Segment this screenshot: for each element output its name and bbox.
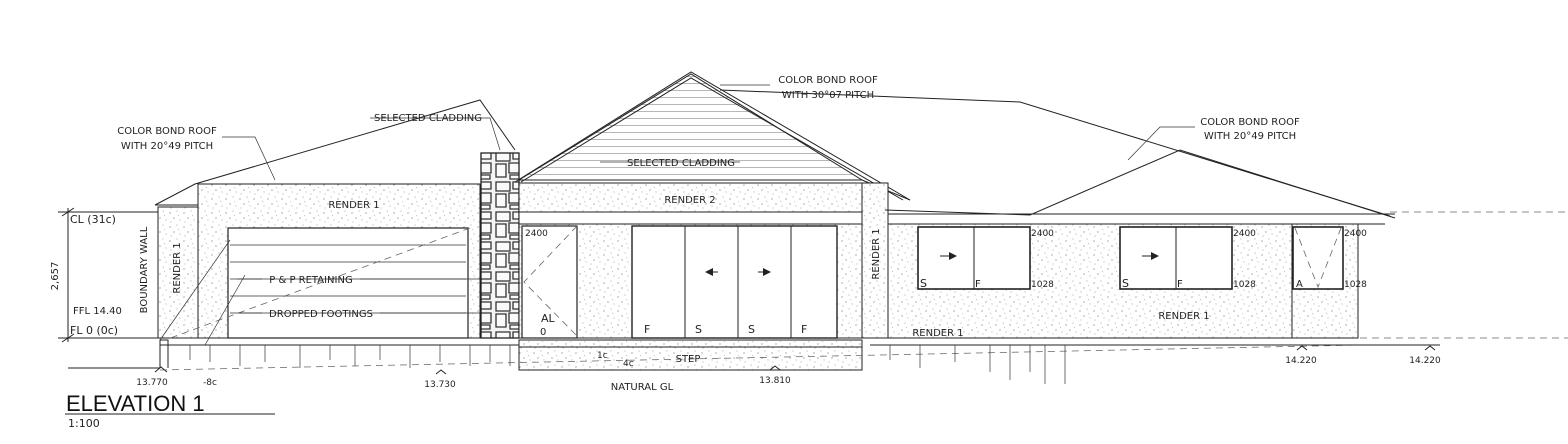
ceiling-level-label: CL (31c)	[70, 213, 116, 226]
level-13770: 13.770	[136, 378, 168, 388]
boundary-wall-label: BOUNDARY WALL	[139, 226, 150, 313]
window-2-s: S	[1122, 277, 1129, 290]
stone-chimney	[480, 152, 520, 339]
left-roof	[154, 99, 516, 206]
window-3-a: A	[1296, 279, 1303, 290]
ground-1c: 1c	[597, 351, 608, 361]
dropped-footings-label: DROPPED FOOTINGS	[269, 309, 373, 320]
floor-level-label: FL 0 (0c)	[70, 324, 118, 337]
cladding-gable-label: SELECTED CLADDING	[627, 158, 735, 169]
window-2-head: 2400	[1233, 229, 1256, 239]
roof-note-center-2: WITH 30°07 PITCH	[782, 90, 874, 101]
level-14220-b: 14.220	[1409, 356, 1441, 366]
cladding-top-label: SELECTED CLADDING	[374, 113, 482, 124]
render-column-label: RENDER 1	[871, 228, 882, 279]
ffl-label: FFL 14.40	[73, 306, 122, 317]
level-13810: 13.810	[759, 376, 791, 386]
render-garage-label: RENDER 1	[328, 200, 379, 211]
footing-piers	[189, 345, 1066, 384]
window-1-head: 2400	[1031, 229, 1054, 239]
window-2-f: F	[1177, 279, 1183, 290]
scale: 1:100	[68, 417, 100, 430]
sliding-door	[631, 225, 838, 339]
level-minus-8c: -8c	[203, 378, 217, 388]
title: ELEVATION 1	[66, 391, 205, 416]
center-roof	[514, 71, 911, 201]
height-dimension-label: 2,657	[50, 262, 61, 291]
level-13730: 13.730	[424, 380, 456, 390]
step-label: STEP	[676, 354, 701, 365]
fixed-window-al	[521, 225, 578, 339]
slider-panel-4: F	[801, 323, 807, 336]
window-3-head: 2400	[1344, 229, 1367, 239]
roof-note-center-1: COLOR BOND ROOF	[778, 75, 878, 86]
garage-door	[227, 227, 469, 339]
window-3	[1292, 226, 1344, 290]
window-1-s: S	[920, 277, 927, 290]
roof-note-right-2: WITH 20°49 PITCH	[1204, 131, 1296, 142]
level-14220-a: 14.220	[1285, 356, 1317, 366]
al-window-head: 2400	[525, 229, 548, 239]
ground-4c: 4c	[623, 359, 634, 369]
step-slab	[518, 339, 863, 371]
window-3-sill: 1028	[1344, 280, 1367, 290]
render-left-wall-label: RENDER 1	[172, 242, 183, 293]
roof-note-right-1: COLOR BOND ROOF	[1200, 117, 1300, 128]
right-roof	[719, 89, 1391, 217]
render-right-main-label: RENDER 1	[1158, 311, 1209, 322]
roof-note-left-1: COLOR BOND ROOF	[117, 126, 217, 137]
slider-panel-2: S	[695, 323, 702, 336]
al-window-label: AL	[541, 312, 556, 325]
window-1-sill: 1028	[1031, 280, 1054, 290]
retaining-label: P & P RETAINING	[269, 275, 352, 286]
slider-panel-3: S	[748, 323, 755, 336]
al-window-zero: 0	[540, 327, 546, 338]
slider-panel-1: F	[644, 323, 650, 336]
natural-ground-line	[159, 344, 1361, 371]
roof-note-left-2: WITH 20°49 PITCH	[121, 141, 213, 152]
render-center-label: RENDER 2	[664, 195, 715, 206]
window-1-f: F	[975, 279, 981, 290]
natural-gl-label: NATURAL GL	[611, 382, 674, 393]
render-right-low-label: RENDER 1	[912, 328, 963, 339]
window-2-sill: 1028	[1233, 280, 1256, 290]
